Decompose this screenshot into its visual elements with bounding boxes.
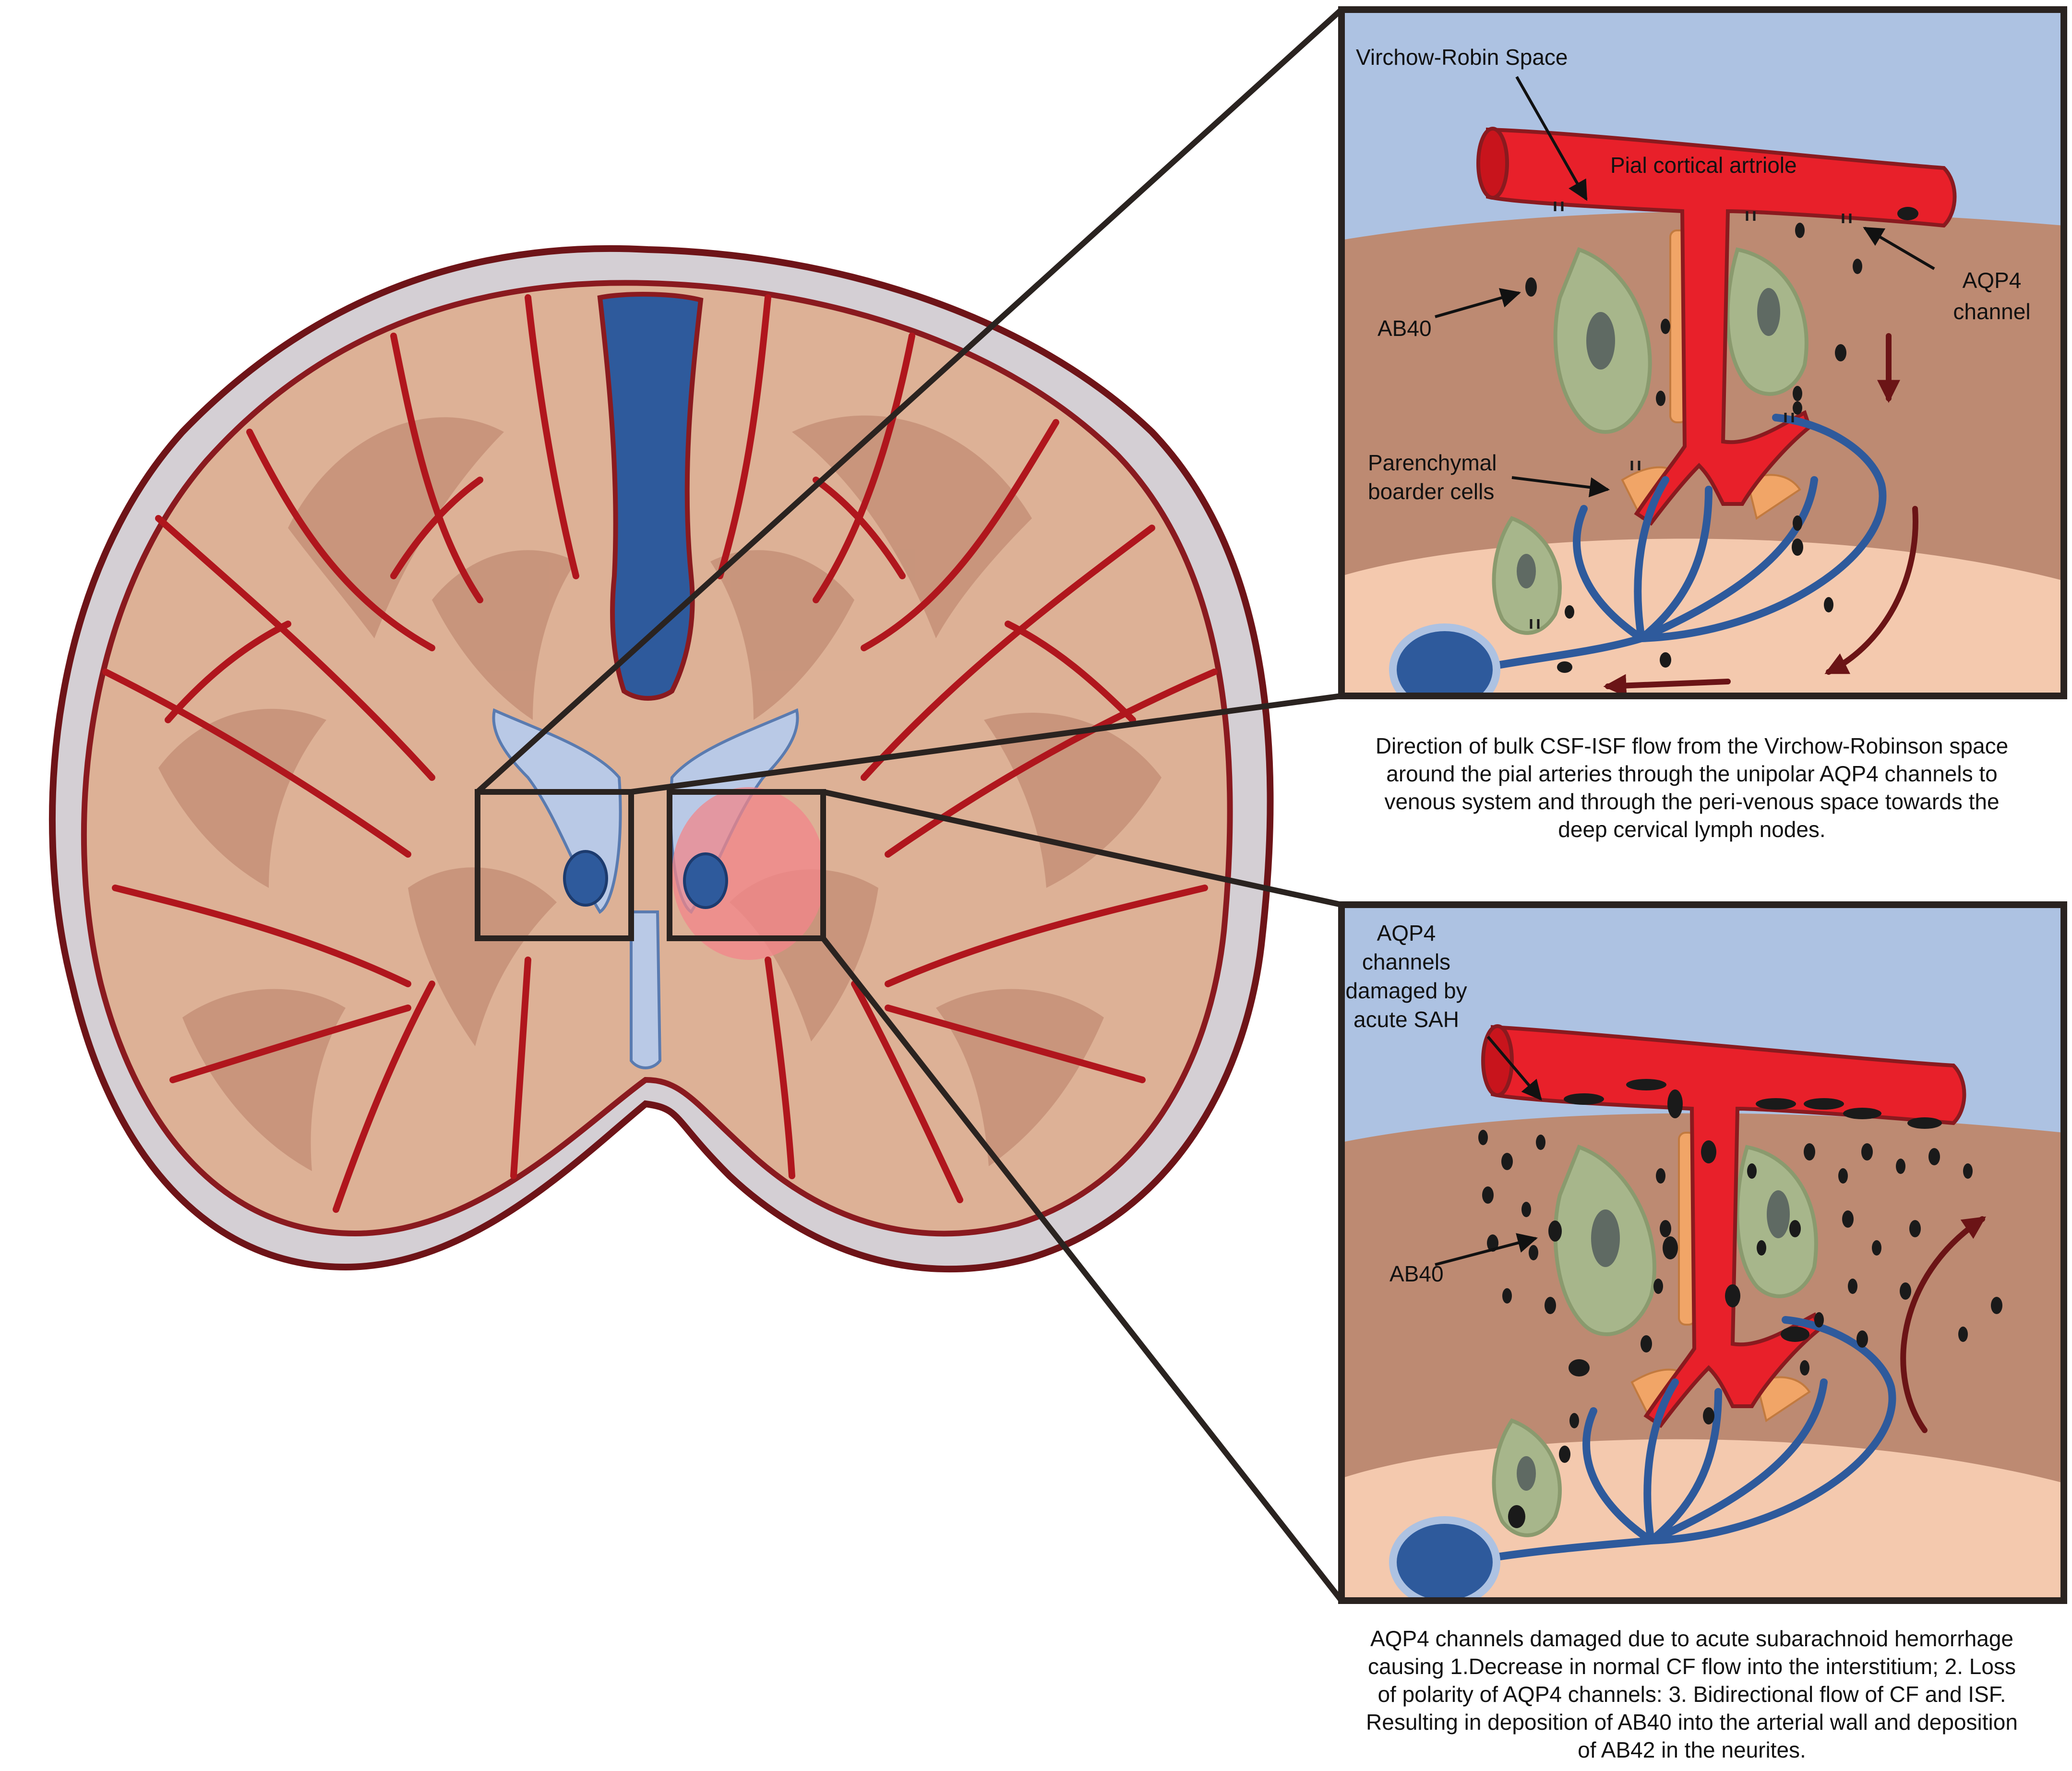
- caption-line: AQP4 channels damaged due to acute subar…: [1370, 1626, 2014, 1651]
- caption-line: around the pial arteries through the uni…: [1386, 761, 1998, 786]
- right-basal-nucleus: [683, 852, 728, 909]
- label-pointers: [1435, 1036, 1542, 1266]
- damaged-aqp4-markers: [1508, 1079, 1942, 1528]
- label-pointers: [1435, 76, 1935, 498]
- venous-branches: [1474, 1316, 1896, 1564]
- hemorrhage-lesion: [672, 787, 826, 960]
- left-zoom-box: [475, 789, 634, 941]
- pial-cortical-artery: [1486, 127, 1957, 526]
- label-parenchymal-line2: boarder cells: [1368, 479, 1494, 504]
- bottom-panel-damaged-aqp4: AQP4 channels damaged by acute SAH AB40: [1338, 901, 2067, 1604]
- csf-flow-arrows: [1603, 333, 1918, 696]
- cortical-arteries: [102, 294, 1218, 1213]
- label-parenchymal-line1: Parenchymal: [1368, 450, 1497, 475]
- deep-cervical-lymph-node: [1389, 1516, 1500, 1601]
- top-panel-caption: Direction of bulk CSF-ISF flow from the …: [1313, 732, 2071, 843]
- caption-line: deep cervical lymph nodes.: [1558, 817, 1826, 842]
- venous-branches: [1470, 414, 1887, 673]
- ab40-particles: [1525, 207, 1918, 673]
- deep-cervical-lymph-node: [1389, 623, 1500, 696]
- caption-line: causing 1.Decrease in normal CF flow int…: [1368, 1654, 2016, 1679]
- caption-line: Resulting in deposition of AB40 into the…: [1366, 1710, 2018, 1735]
- label-damaged-line3: damaged by: [1345, 978, 1467, 1003]
- label-virchow-robin-space: Virchow-Robin Space: [1356, 45, 1568, 70]
- aqp4-channel-markers: [1530, 202, 1852, 629]
- bidirectional-flow-arrow: [1900, 1216, 1986, 1433]
- caption-line: Direction of bulk CSF-ISF flow from the …: [1375, 733, 2009, 758]
- pial-cortical-artery-damaged: [1491, 1025, 1966, 1428]
- right-zoom-box: [667, 789, 826, 941]
- astrocyte-nucleus: [1517, 1456, 1536, 1491]
- label-pial-cortical-artriole: Pial cortical artriole: [1610, 153, 1797, 178]
- label-damaged-line1: AQP4: [1377, 921, 1436, 945]
- label-ab40-top: AB40: [1377, 316, 1432, 341]
- artery-lumen-end: [1481, 1024, 1514, 1097]
- astrocyte-nucleus: [1591, 1209, 1620, 1267]
- astrocyte-nucleus: [1767, 1190, 1790, 1238]
- astrocyte-nucleus: [1586, 312, 1615, 370]
- brain-coronal-section: [48, 245, 1274, 1273]
- left-basal-nucleus: [563, 850, 608, 907]
- label-ab40-bottom: AB40: [1389, 1261, 1444, 1286]
- artery-lumen-end: [1476, 127, 1509, 200]
- third-ventricle: [630, 910, 662, 1069]
- caption-line: of polarity of AQP4 channels: 3. Bidirec…: [1377, 1682, 2006, 1707]
- ab40-deposits: [1478, 1130, 2002, 1463]
- astrocyte-nucleus: [1757, 288, 1780, 336]
- zoom-connectors: [475, 7, 1344, 1603]
- label-damaged-line2: channels: [1362, 949, 1450, 974]
- label-damaged-line4: acute SAH: [1353, 1007, 1459, 1032]
- bottom-panel-caption: AQP4 channels damaged due to acute subar…: [1313, 1625, 2071, 1764]
- top-panel-normal-flow: Virchow-Robin Space Pial cortical artrio…: [1338, 6, 2067, 699]
- caption-line: venous system and through the peri-venou…: [1384, 789, 2000, 814]
- label-aqp4-channel-line2: channel: [1953, 299, 2030, 324]
- label-aqp4-channel-line1: AQP4: [1963, 268, 2022, 293]
- interhemispheric-fissure: [597, 292, 704, 701]
- caption-line: of AB42 in the neurites.: [1578, 1737, 1806, 1762]
- astrocyte-nucleus: [1517, 554, 1536, 588]
